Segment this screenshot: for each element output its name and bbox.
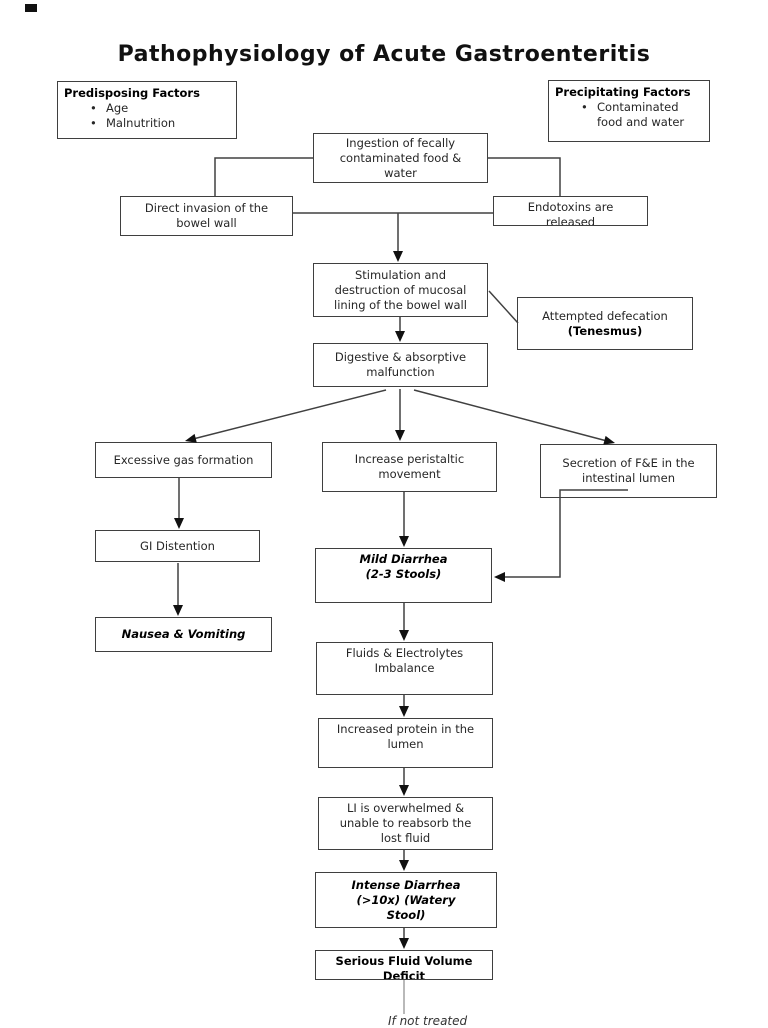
arrowhead-into-peristaltic — [395, 430, 405, 441]
node-label: GI Distention — [140, 538, 215, 553]
node-stimulation: Stimulation and destruction of mucosal l… — [313, 263, 488, 317]
node-excessive-gas: Excessive gas formation — [95, 442, 272, 478]
bullet-icon: • — [90, 116, 97, 130]
node-label-emphasis: (Tenesmus) — [567, 323, 643, 338]
arrowhead-into-digestive — [395, 331, 405, 342]
node-label: Ingestion of fecally — [345, 135, 456, 150]
node-label: Excessive gas formation — [113, 452, 254, 467]
connector-secretion-to-mild — [504, 489, 628, 578]
arrowhead-into-stimulation — [393, 251, 403, 262]
precipitating-item-contaminated: Contaminated food and water — [597, 100, 685, 129]
node-label: intestinal lumen — [582, 471, 675, 485]
node-label-emphasis: Serious Fluid Volume — [335, 954, 473, 968]
node-label: Imbalance — [374, 661, 435, 675]
arrowhead-into-gi — [174, 518, 184, 529]
arrowhead-into-li — [399, 785, 409, 796]
arrowhead-into-excessive-gas — [185, 433, 197, 443]
node-label: contaminated food & — [339, 150, 462, 165]
precipitating-factors-box: Precipitating Factors • Contaminated foo… — [548, 80, 710, 142]
node-label: LI is overwhelmed & — [346, 801, 465, 815]
arrowhead-into-fluids — [399, 630, 409, 641]
node-label: lumen — [387, 737, 424, 751]
node-digestive-malfunction: Digestive & absorptive malfunction — [313, 343, 488, 387]
list-item: • Age — [90, 101, 230, 116]
node-label: lost fluid — [380, 831, 431, 845]
node-mild-diarrhea: Mild Diarrhea (2-3 Stools) — [315, 548, 492, 603]
node-direct-invasion: Direct invasion of the bowel wall — [120, 196, 293, 236]
node-label: Increase peristaltic — [354, 452, 465, 466]
node-increase-peristaltic: Increase peristaltic movement — [322, 442, 497, 492]
predisposing-factors-box: Predisposing Factors • Age • Malnutritio… — [57, 81, 237, 139]
arrowhead-into-mild-top — [399, 536, 409, 547]
predisposing-item-age: Age — [106, 101, 129, 115]
node-label: destruction of mucosal — [334, 282, 467, 297]
node-endotoxins: Endotoxins are released — [493, 196, 648, 226]
node-label: Endotoxins are — [527, 200, 614, 214]
bullet-icon: • — [90, 101, 97, 115]
node-label: bowel wall — [176, 216, 237, 230]
node-ingestion: Ingestion of fecally contaminated food &… — [313, 133, 488, 183]
connector-digestive-to-excessive-gas — [192, 389, 387, 440]
node-increased-protein: Increased protein in the lumen — [318, 718, 493, 768]
arrowhead-into-intense — [399, 860, 409, 871]
arrowhead-into-protein — [399, 706, 409, 717]
node-fluids-imbalance: Fluids & Electrolytes Imbalance — [316, 642, 493, 695]
list-item: • Contaminated food and water — [581, 100, 703, 130]
predisposing-item-malnutrition: Malnutrition — [106, 116, 176, 130]
connector-ingestion-to-endotoxins — [488, 157, 561, 196]
precipitating-heading: Precipitating Factors — [555, 85, 691, 99]
node-label: Attempted defecation — [542, 308, 668, 323]
node-gi-distention: GI Distention — [95, 530, 260, 562]
connector-ingestion-to-direct-invasion — [214, 157, 313, 196]
node-label-emphasis: Mild Diarrhea — [359, 552, 448, 566]
connector-digestive-to-secretion — [413, 389, 608, 442]
node-nausea-vomiting: Nausea & Vomiting — [95, 617, 272, 652]
node-label: Stimulation and — [354, 267, 447, 282]
arrowhead-into-nausea — [173, 605, 183, 616]
node-label: movement — [378, 467, 441, 481]
scan-artifact-mark — [25, 4, 37, 12]
node-attempted-defecation: Attempted defecation (Tenesmus) — [517, 297, 693, 350]
node-label: Digestive & absorptive — [334, 350, 467, 364]
node-label-emphasis: Nausea & Vomiting — [121, 627, 246, 641]
node-label: Fluids & Electrolytes — [345, 646, 464, 660]
node-label: unable to reabsorb the — [339, 816, 472, 830]
node-label: released — [545, 215, 596, 226]
node-label-emphasis: Intense Diarrhea — [351, 877, 461, 892]
arrowhead-into-secretion — [603, 435, 615, 445]
node-label-emphasis: Deficit — [382, 969, 426, 980]
node-label: malfunction — [366, 365, 435, 379]
arrowhead-into-serious — [399, 938, 409, 949]
node-label: Direct invasion of the — [144, 201, 269, 215]
node-label: Increased protein in the — [336, 722, 475, 736]
list-item: • Malnutrition — [90, 116, 230, 131]
node-serious-fluid-deficit: Serious Fluid Volume Deficit — [315, 950, 493, 980]
node-intense-diarrhea: Intense Diarrhea (>10x) (Watery Stool) — [315, 872, 497, 928]
predisposing-heading: Predisposing Factors — [64, 86, 200, 100]
node-label-emphasis: Stool) — [386, 907, 426, 922]
node-li-overwhelmed: LI is overwhelmed & unable to reabsorb t… — [318, 797, 493, 850]
node-label: lining of the bowel wall — [334, 297, 467, 312]
node-label: water — [384, 165, 417, 180]
arrowhead-into-mild-right — [494, 572, 505, 582]
page-title: Pathophysiology of Acute Gastroenteritis — [117, 42, 651, 67]
node-label: Secretion of F&E in the — [562, 456, 695, 470]
node-secretion-fe: Secretion of F&E in the intestinal lumen — [540, 444, 717, 498]
bullet-icon: • — [581, 100, 588, 114]
connector-stimulation-to-attempted-defecation — [488, 290, 519, 324]
node-label-emphasis: (>10x) (Watery — [356, 892, 456, 907]
node-label-emphasis: (2-3 Stools) — [365, 567, 442, 581]
